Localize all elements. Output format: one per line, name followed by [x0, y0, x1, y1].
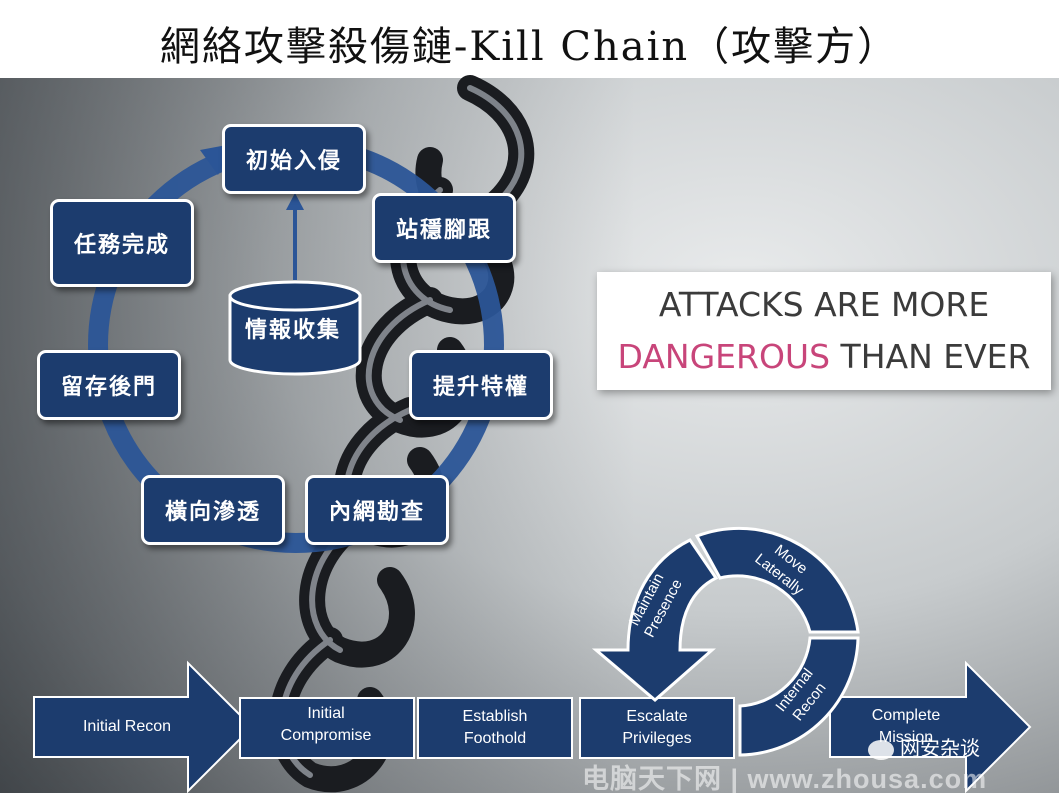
stage-label-foothold-1: Establish: [462, 708, 528, 725]
stage-label-complete-2: Mission: [878, 729, 934, 746]
stage-label-foothold: Establish Foothold: [420, 706, 570, 750]
cycle-box-privilege: 提升特權: [409, 350, 553, 420]
stage-label-complete: Complete Mission: [846, 705, 966, 749]
stage-label-compromise-2: Compromise: [280, 727, 372, 744]
stage-label-escalate-2: Privileges: [622, 730, 692, 747]
intel-cylinder: [228, 280, 362, 376]
stage-arrow-complete: [829, 660, 1032, 793]
stage-label-escalate-1: Escalate: [626, 708, 688, 725]
stage-label-compromise: Initial Compromise: [248, 703, 404, 747]
cycle-box-persistence: 留存後門: [37, 350, 181, 420]
title-bar: 網絡攻擊殺傷鏈-Kill Chain（攻擊方）: [0, 0, 1059, 78]
loop-arc-move: [694, 526, 860, 634]
cycle-box-complete: 任務完成: [50, 199, 194, 287]
banner-line-2-rest: THAN EVER: [830, 337, 1031, 376]
watermark-site: 电脑天下网 | www.zhousa.com: [582, 764, 988, 794]
stage-label-escalate: Escalate Privileges: [582, 706, 732, 750]
stage-arrow-row: [33, 660, 1032, 793]
lateral-loop: [591, 526, 860, 757]
banner-highlight: DANGEROUS: [617, 337, 831, 376]
cycle-box-initial-intrusion: 初始入侵: [222, 124, 366, 194]
cylinder-label: 情報收集: [244, 317, 341, 343]
attacks-banner: ATTACKS ARE MORE DANGEROUS THAN EVER: [597, 272, 1051, 390]
stage-label-foothold-2: Foothold: [463, 730, 527, 747]
cycle-box-lateral: 橫向滲透: [141, 475, 285, 545]
cycle-box-foothold: 站穩腳跟: [372, 193, 516, 263]
stage-label-compromise-1: Initial: [307, 705, 345, 722]
stage-box-compromise: [239, 697, 415, 759]
banner-line-2: DANGEROUS THAN EVER: [597, 331, 1051, 383]
stage-box-foothold: [417, 697, 573, 759]
loop-arc-internal: [738, 636, 860, 757]
wechat-icon: [868, 739, 894, 760]
stage-arrow-recon: [33, 660, 254, 793]
stage-box-escalate: [579, 697, 735, 759]
loop-arc-maintain: [591, 538, 719, 702]
watermark-account-name: 网安杂谈: [900, 738, 980, 760]
slide-title: 網絡攻擊殺傷鏈-Kill Chain（攻擊方）: [159, 24, 900, 70]
stage-label-recon: Initial Recon: [82, 718, 172, 735]
cycle-box-internal-recon: 內網勘查: [305, 475, 449, 545]
watermark-account: 网安杂谈: [868, 732, 980, 761]
banner-line-1: ATTACKS ARE MORE: [658, 285, 990, 324]
intel-arrow-head: [286, 193, 304, 210]
stage-label-complete-1: Complete: [871, 707, 941, 724]
